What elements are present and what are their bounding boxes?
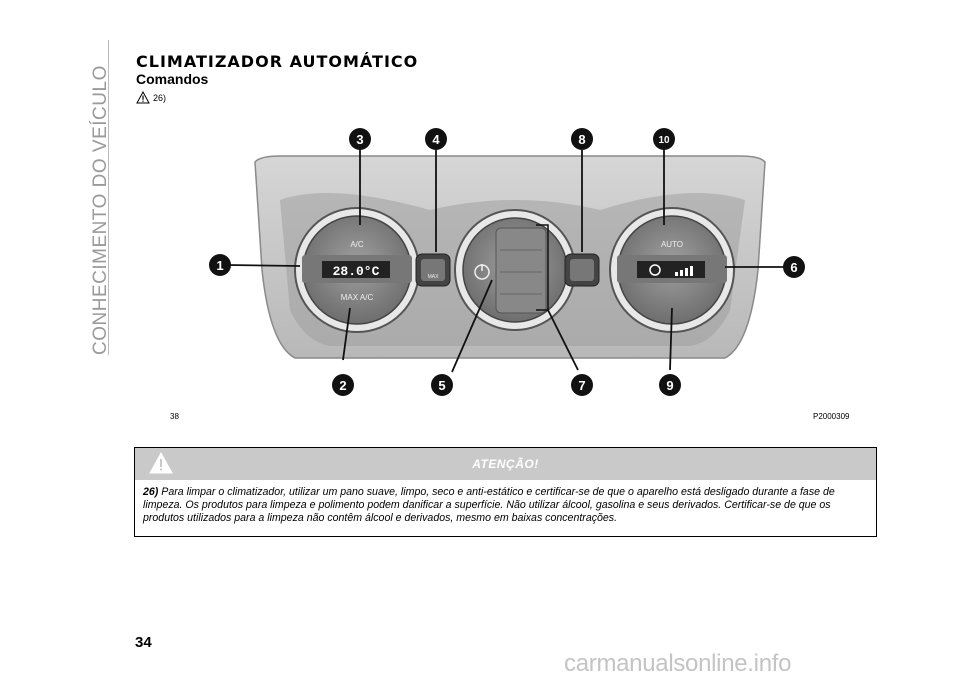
auto-label: AUTO bbox=[661, 240, 683, 249]
callout-badges: 1 2 3 4 5 6 7 8 9 10 bbox=[209, 128, 805, 396]
right-knob: AUTO bbox=[609, 207, 735, 333]
warning-body: 26) Para limpar o climatizador, utilizar… bbox=[135, 480, 876, 531]
left-display-value: 28.0°C bbox=[333, 264, 380, 279]
callout-7: 7 bbox=[571, 374, 593, 396]
callout-2: 2 bbox=[332, 374, 354, 396]
callout-8-label: 8 bbox=[578, 132, 585, 147]
side-divider bbox=[108, 40, 109, 355]
warning-reference: 26) bbox=[136, 91, 166, 104]
warning-title: ATENÇÃO! bbox=[472, 457, 539, 471]
max-defrost-button: MAX bbox=[415, 253, 451, 287]
warning-reference-number: 26) bbox=[153, 92, 167, 103]
callout-4: 4 bbox=[425, 128, 447, 150]
callout-5: 5 bbox=[431, 374, 453, 396]
figure-code: P2000309 bbox=[813, 412, 850, 421]
callout-8: 8 bbox=[571, 128, 593, 150]
callout-2-label: 2 bbox=[339, 378, 346, 393]
max-label: MAX bbox=[428, 274, 440, 280]
callout-leaders bbox=[227, 150, 788, 373]
callout-5-label: 5 bbox=[438, 378, 445, 393]
callout-4-label: 4 bbox=[432, 132, 440, 147]
figure-number: 38 bbox=[170, 412, 179, 421]
page-number: 34 bbox=[135, 634, 152, 651]
warning-body-ref: 26) bbox=[143, 486, 159, 498]
rear-defrost-button bbox=[564, 253, 600, 287]
callout-6-label: 6 bbox=[790, 260, 797, 275]
center-knob bbox=[454, 209, 576, 331]
callout-9: 9 bbox=[659, 374, 681, 396]
callout-9-label: 9 bbox=[666, 378, 673, 393]
callout-10-label: 10 bbox=[658, 135, 670, 146]
warning-box: ATENÇÃO! 26) Para limpar o climatizador,… bbox=[134, 447, 877, 537]
callout-7-label: 7 bbox=[578, 378, 585, 393]
warning-triangle-icon bbox=[136, 91, 150, 104]
warning-body-text: Para limpar o climatizador, utilizar um … bbox=[143, 486, 835, 524]
warning-header: ATENÇÃO! bbox=[135, 448, 876, 480]
callout-1: 1 bbox=[209, 254, 231, 276]
climate-control-panel-illustration: 28.0°C A/C MAX A/C MAX bbox=[227, 150, 788, 373]
page-subheading: Comandos bbox=[136, 71, 209, 87]
callout-6: 6 bbox=[783, 256, 805, 278]
warning-triangle-icon bbox=[149, 452, 173, 474]
climate-control-figure: 28.0°C A/C MAX A/C MAX bbox=[170, 120, 860, 420]
section-side-title: CONHECIMENTO DO VEÍCULO bbox=[82, 40, 122, 355]
left-knob: 28.0°C A/C MAX A/C bbox=[294, 207, 420, 333]
callout-1-label: 1 bbox=[216, 258, 223, 273]
max-ac-label: MAX A/C bbox=[341, 293, 374, 302]
ac-label: A/C bbox=[350, 240, 364, 249]
callout-3: 3 bbox=[349, 128, 371, 150]
page-heading: CLIMATIZADOR AUTOMÁTICO bbox=[136, 52, 419, 71]
callout-3-label: 3 bbox=[356, 132, 363, 147]
callout-10: 10 bbox=[653, 128, 675, 150]
site-watermark: carmanualsonline.info bbox=[564, 650, 792, 677]
